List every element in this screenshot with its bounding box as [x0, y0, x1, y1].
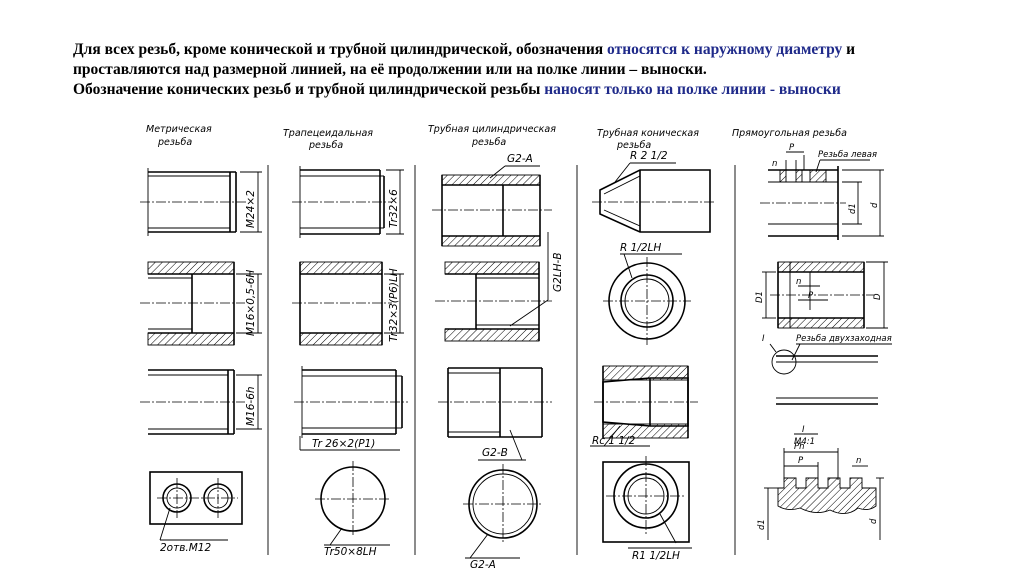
detail-i-label: I — [762, 334, 765, 344]
trap-rod-tr26: Tr 26×2(P1) — [294, 366, 408, 451]
rect-detail-view: I M4:1 Ph P n d1 d — [757, 425, 884, 540]
tr32-lh-label: Tr32×3(P6)LH — [388, 268, 400, 342]
rect-d1-label: d1 — [848, 203, 858, 214]
pipe-con-circle-r12lh: R 1/2LH — [603, 242, 691, 345]
description-text: Для всех резьб, кроме конической и трубн… — [73, 40, 973, 100]
rect-title: Прямоугольная резьба — [732, 128, 847, 139]
trap-rod-tr32-6: Tr32×6 — [292, 166, 404, 238]
g2a-top-label: G2-A — [507, 153, 533, 165]
description-line-3: Обозначение конических резьб и трубной ц… — [73, 81, 841, 98]
pipe-cyl-title: Трубная цилиндрическая — [428, 124, 556, 135]
pipe-cyl-circle-g2a: G2-A — [463, 464, 543, 571]
pipe-con-plate-r1: R1 1/2LH — [602, 456, 692, 562]
rect-hole-n-label: n — [796, 277, 801, 287]
column-titles: Метрическая резьба Трапецеидальная резьб… — [146, 124, 847, 151]
holes-label: 2отв.M12 — [160, 542, 211, 554]
detail-n-label: n — [856, 456, 861, 466]
rect-rod-double-thread: I Резьба двухзаходная — [762, 334, 892, 405]
description-line-2: проставляются над размерной линией, на е… — [73, 61, 707, 78]
trap-hole-tr32-lh: Tr32×3(P6)LH — [292, 261, 404, 346]
rect-D1-label: D1 — [755, 291, 765, 303]
r2-label: R 2 1/2 — [630, 150, 668, 162]
thread-double-label: Резьба двухзаходная — [796, 334, 892, 344]
ph-label: Ph — [794, 442, 805, 452]
rect-n-label: n — [772, 159, 777, 169]
pipe-con-title: Трубная коническая — [597, 128, 699, 139]
pipe-cyl-hole-g2lhb: G2LH-B — [435, 232, 564, 342]
rect-p-label: P — [789, 143, 795, 153]
rect-D-label: D — [873, 293, 883, 300]
metric-hole-m16: M16×0,5-6H — [140, 261, 262, 346]
m16-6h-label: M16-6h — [245, 386, 257, 426]
detail-d-label: d — [869, 518, 879, 524]
pipe-con-rod-r2: R 2 1/2 — [592, 150, 716, 233]
metric-plate-holes: 2отв.M12 — [149, 471, 243, 554]
rect-d-label: d — [870, 202, 880, 208]
detail-i-title: I — [802, 425, 805, 435]
rc-label: Rc 1 1/2 — [592, 435, 636, 447]
metric-rod-m16: M16-6h — [140, 369, 262, 435]
m24-label: M24×2 — [245, 190, 257, 228]
pipe-cyl-hole-g2a: G2-A — [432, 153, 552, 247]
metric-rod-m24: M24×2 — [140, 168, 262, 236]
rect-hole-p-label: P — [808, 291, 814, 301]
thread-left-label: Резьба левая — [818, 150, 877, 160]
g2a-bottom-label: G2-A — [470, 559, 496, 571]
tr50-label: Tr50×8LH — [324, 546, 377, 558]
tr32-6-label: Tr32×6 — [388, 189, 400, 228]
pipe-cyl-rod-g2b: G2-B — [438, 367, 552, 461]
description-line-1: Для всех резьб, кроме конической и трубн… — [73, 41, 856, 58]
r1-12lh-label: R1 1/2LH — [632, 550, 680, 562]
g2lhb-label: G2LH-B — [552, 252, 564, 292]
tr26-label: Tr 26×2(P1) — [312, 438, 375, 450]
rect-rod-left-thread: P n Резьба левая d1 d — [760, 143, 884, 240]
m16-05-label: M16×0,5-6H — [245, 270, 257, 336]
g2b-label: G2-B — [482, 447, 508, 459]
trap-title-2: резьба — [308, 140, 343, 151]
trap-title: Трапецеидальная — [283, 128, 373, 139]
column-separators — [267, 165, 736, 555]
detail-d1-label: d1 — [757, 519, 767, 530]
scale-label: M4:1 — [794, 437, 815, 447]
pipe-con-hole-rc: Rc 1 1/2 — [590, 365, 698, 447]
trap-circle-tr50: Tr50×8LH — [315, 461, 391, 558]
metric-title-2: резьба — [157, 137, 192, 148]
detail-p-label: P — [798, 456, 804, 466]
metric-title: Метрическая — [146, 124, 212, 135]
r12lh-label: R 1/2LH — [620, 242, 661, 254]
pipe-con-title-2: резьба — [616, 140, 651, 151]
rect-hole: n P D1 D — [755, 261, 888, 329]
pipe-cyl-title-2: резьба — [471, 137, 506, 148]
